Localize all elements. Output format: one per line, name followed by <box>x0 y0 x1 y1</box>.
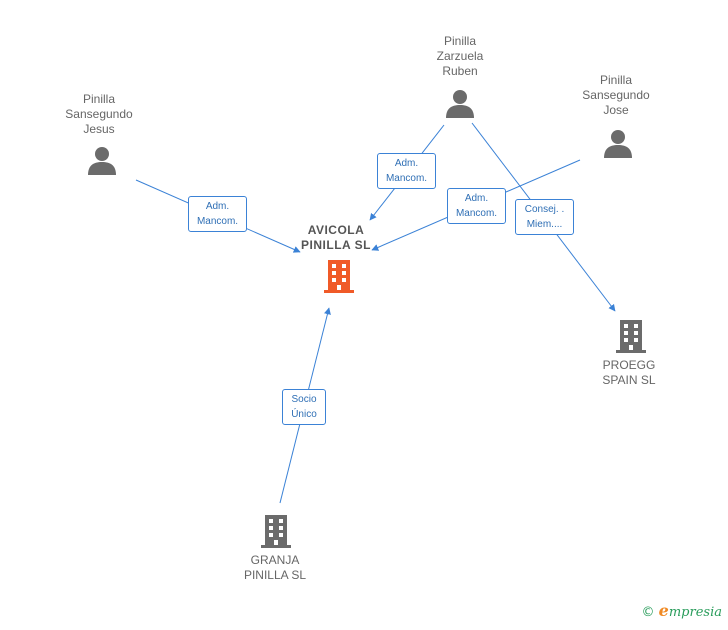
copyright-footer: © empresia <box>642 601 722 620</box>
node-label-jose[interactable]: Pinilla Sansegundo Jose <box>582 73 650 117</box>
edge-label-granja-avicola[interactable]: Socio Único <box>282 389 326 425</box>
edge-label-jesus-avicola[interactable]: Adm. Mancom. <box>188 196 247 232</box>
brand-name: mpresia <box>668 605 722 620</box>
brand-logo-e: e <box>658 601 669 620</box>
building-icon-avicola[interactable] <box>322 258 356 299</box>
person-icon-jose[interactable] <box>603 128 633 163</box>
edge-label-ruben-proegg[interactable]: Consej. . Miem.... <box>515 199 574 235</box>
building-icon-proegg[interactable] <box>614 318 648 359</box>
copyright-symbol: © <box>641 605 655 620</box>
building-icon-granja[interactable] <box>259 513 293 554</box>
person-icon-ruben[interactable] <box>445 88 475 123</box>
node-label-jesus[interactable]: Pinilla Sansegundo Jesus <box>65 92 133 136</box>
node-label-granja[interactable]: GRANJA PINILLA SL <box>243 553 307 582</box>
person-icon-jesus[interactable] <box>87 145 117 180</box>
edge-label-ruben-avicola[interactable]: Adm. Mancom. <box>377 153 436 189</box>
node-label-avicola[interactable]: AVICOLA PINILLA SL <box>301 223 371 252</box>
edge-label-jose-avicola[interactable]: Adm. Mancom. <box>447 188 506 224</box>
node-label-proegg[interactable]: PROEGG SPAIN SL <box>602 358 656 387</box>
node-label-ruben[interactable]: Pinilla Zarzuela Ruben <box>436 34 484 78</box>
